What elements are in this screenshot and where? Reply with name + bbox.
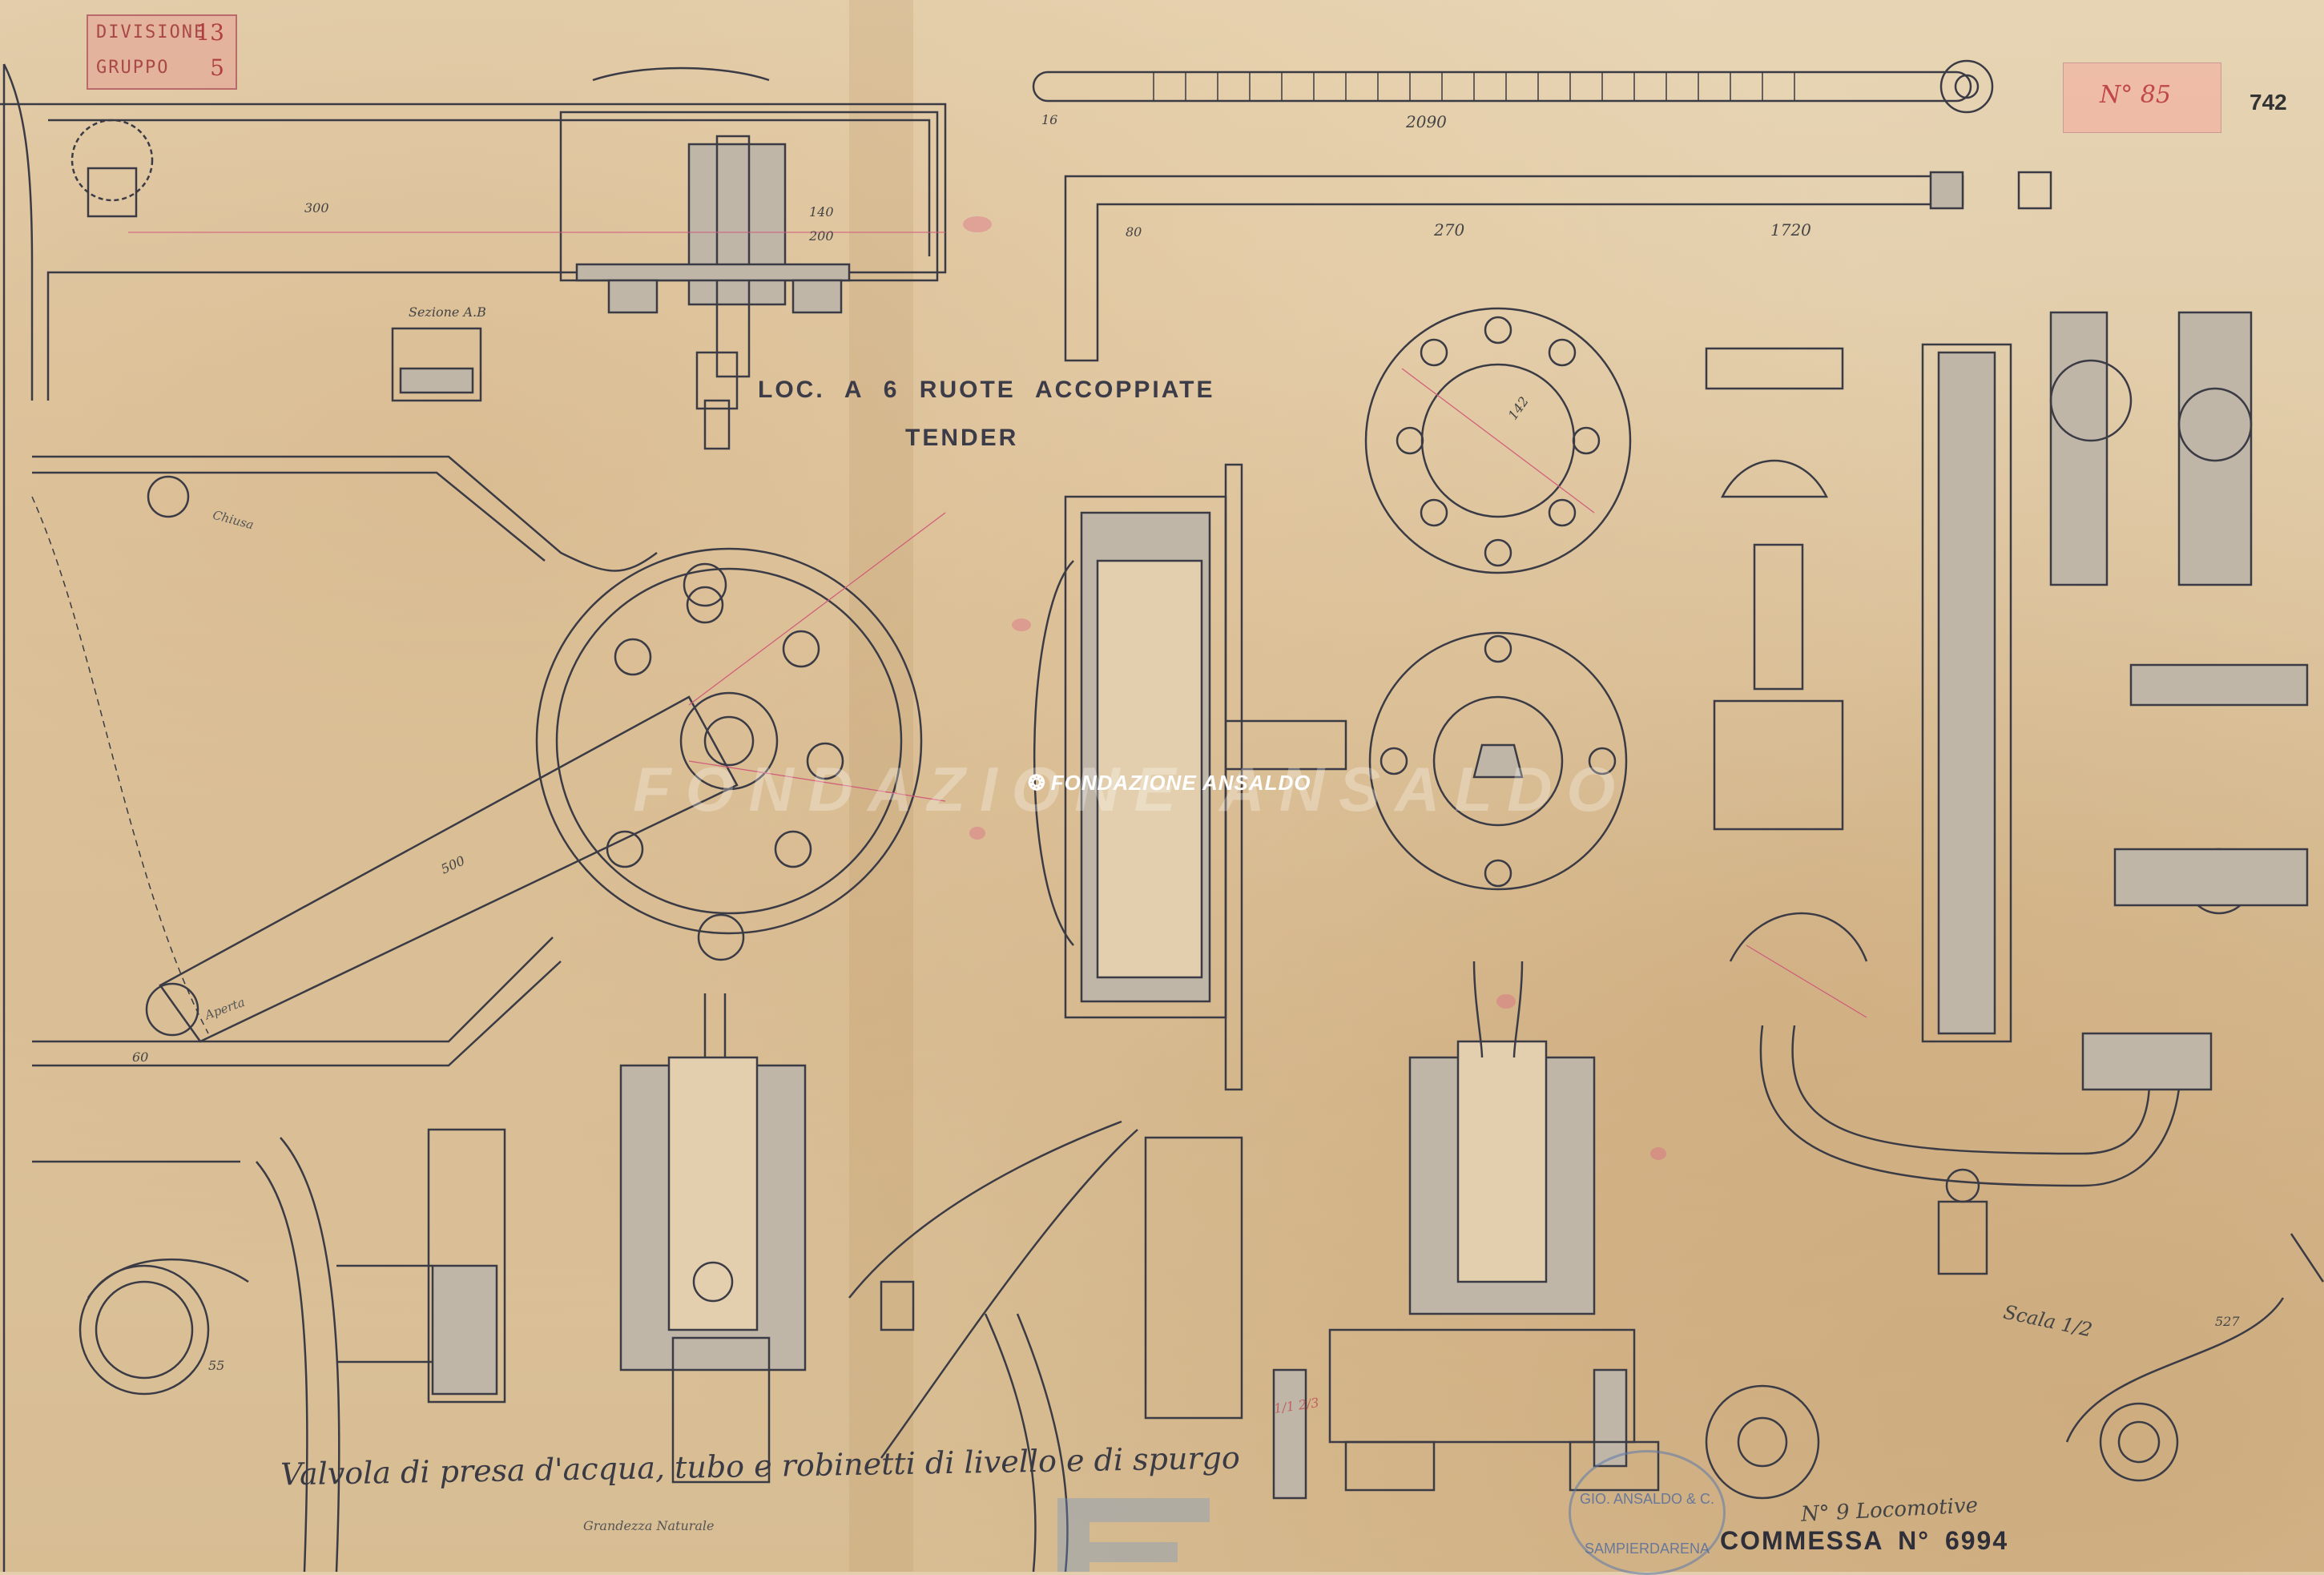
dim-16: 16 (1041, 112, 1058, 127)
bottom-left-fitting (79, 1128, 506, 1572)
construction-lines (688, 368, 1867, 1018)
dim-527: 527 (2215, 1314, 2240, 1329)
dim-55: 55 (208, 1358, 225, 1373)
watermark-logo: ❂FONDAZIONE ANSALDO (1028, 771, 1311, 796)
division-stamp: DIVISIONE 13 GRUPPO 5 (87, 14, 237, 90)
faint-blue-mark (1057, 1498, 1210, 1572)
sheet-number: 742 (2249, 90, 2287, 115)
scale-note: Grandezza Naturale (583, 1518, 715, 1533)
valve-top-view (0, 66, 947, 450)
commessa-label: COMMESSA N° (1720, 1526, 1931, 1555)
watermark-text: FONDAZIONE ANSALDO (633, 754, 1630, 824)
lever-and-disk (31, 455, 923, 1163)
dim-60: 60 (132, 1049, 149, 1065)
center-housing (1033, 463, 1347, 1091)
rack-bar (1032, 59, 2052, 362)
commessa-value: 6994 (1944, 1526, 2009, 1555)
dim-1720: 1720 (1770, 220, 1811, 240)
curved-plates (848, 1120, 1243, 1572)
commessa-number: COMMESSA N° 6994 (1720, 1526, 2008, 1556)
dim-80: 80 (1126, 224, 1142, 240)
drawing-title: LOC. A 6 RUOTE ACCOPPIATE (758, 377, 1215, 403)
section-ab (391, 327, 482, 402)
lower-valve (1272, 961, 1660, 1500)
division-value: 13 (195, 19, 224, 46)
left-frame (2, 63, 34, 1572)
company-stamp: GIO. ANSALDO & C. SAMPIERDARENA (1569, 1450, 1726, 1575)
company-stamp-line-2: SAMPIERDARENA (1584, 1541, 1710, 1557)
dim-300: 300 (304, 200, 329, 216)
dim-270: 270 (1434, 220, 1465, 240)
right-parts (1705, 311, 2324, 1500)
company-stamp-line-1: GIO. ANSALDO & C. (1579, 1491, 1715, 1507)
dim-2090: 2090 (1406, 112, 1447, 131)
pink-marks (963, 216, 1666, 1160)
group-value: 5 (210, 54, 224, 81)
section-label: Sezione A.B (409, 304, 486, 320)
dim-140: 140 (809, 204, 834, 220)
division-label: DIVISIONE (96, 22, 207, 42)
flanges (1364, 307, 1632, 891)
group-label: GRUPPO (96, 58, 170, 78)
tag-number: N° 85 (2100, 81, 2171, 109)
dim-200: 200 (809, 228, 834, 244)
number-tag: N° 85 (2063, 62, 2221, 133)
foundation-logo-icon: ❂ (1028, 771, 1046, 795)
central-valve (619, 993, 807, 1484)
drawing-subtitle: TENDER (905, 425, 1019, 451)
watermark-logo-text: FONDAZIONE ANSALDO (1050, 771, 1311, 795)
